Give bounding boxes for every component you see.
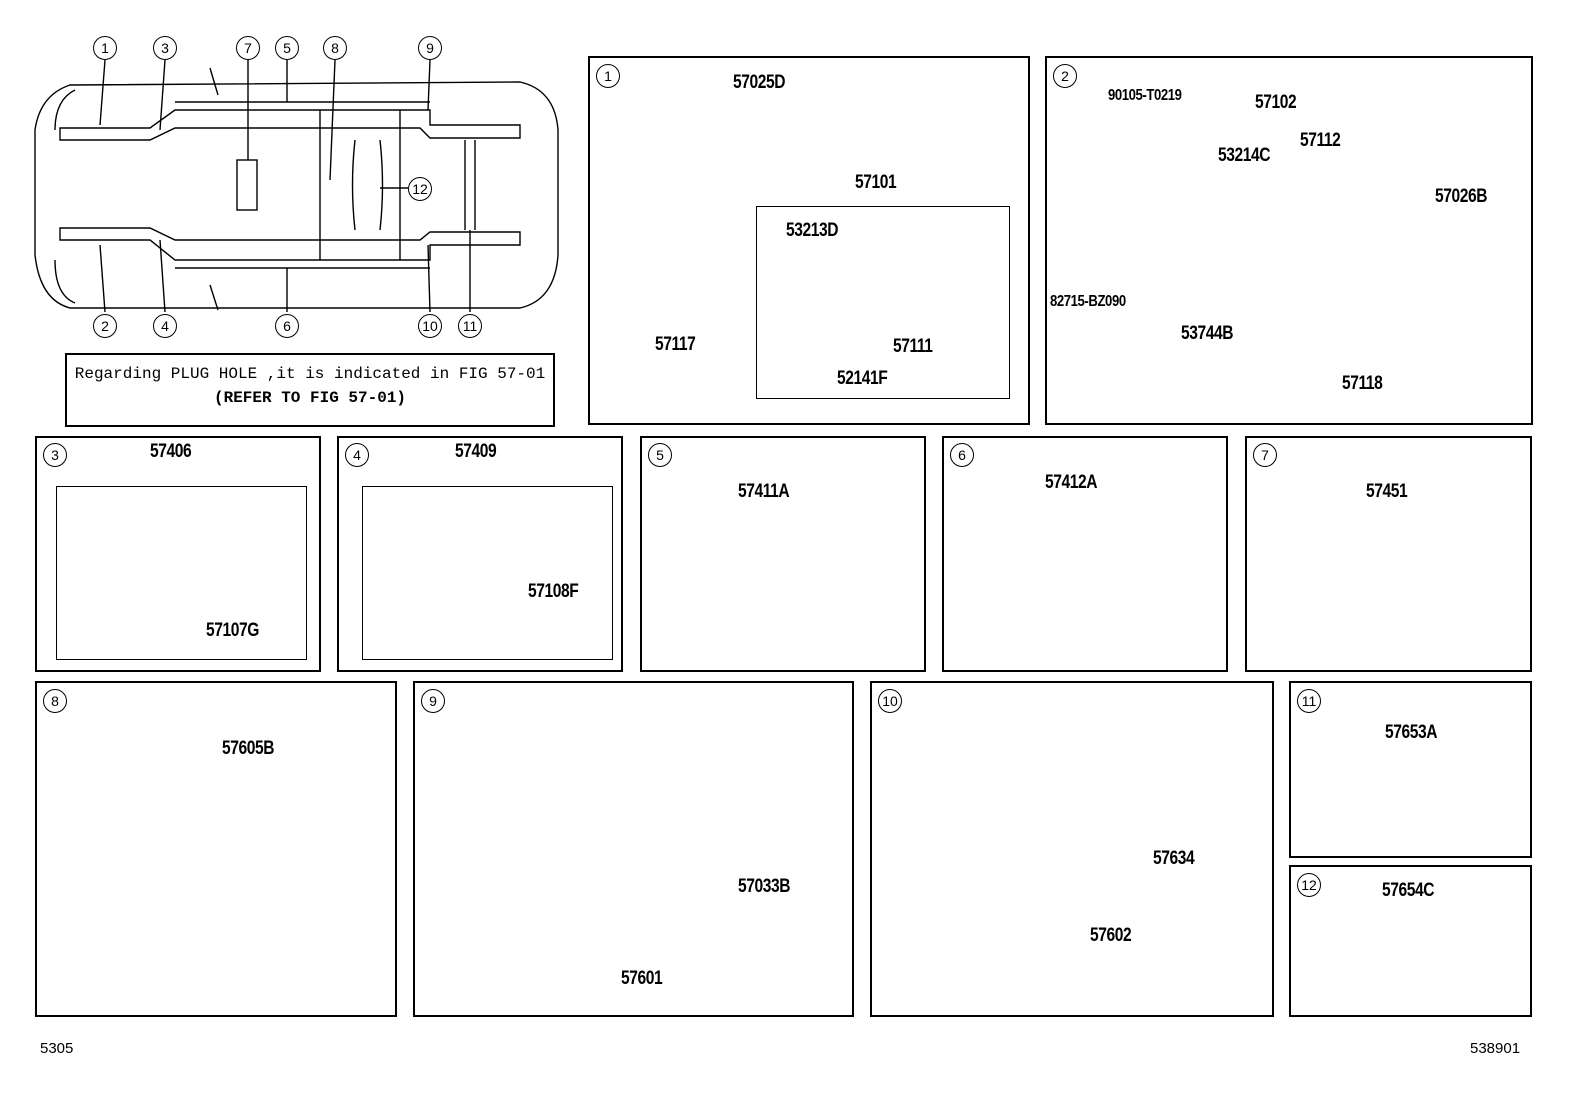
panel-3-number: 3 — [43, 443, 67, 467]
part-57601[interactable]: 57601 — [621, 968, 663, 989]
panel-2 — [1045, 56, 1533, 425]
part-57102[interactable]: 57102 — [1255, 92, 1297, 113]
part-57107g[interactable]: 57107G — [206, 620, 259, 641]
panel-11-number: 11 — [1297, 689, 1321, 713]
panel-7 — [1245, 436, 1532, 672]
callout-8[interactable]: 8 — [323, 36, 347, 60]
part-57112[interactable]: 57112 — [1300, 130, 1341, 151]
callout-4[interactable]: 4 — [153, 314, 177, 338]
footer-left-code: 5305 — [40, 1040, 74, 1057]
callout-2[interactable]: 2 — [93, 314, 117, 338]
part-53744b[interactable]: 53744B — [1181, 323, 1234, 344]
panel-8 — [35, 681, 397, 1017]
panel-11 — [1289, 681, 1532, 858]
part-53214c[interactable]: 53214C — [1218, 145, 1271, 166]
part-57634[interactable]: 57634 — [1153, 848, 1195, 869]
note-line-1: Regarding PLUG HOLE ,it is indicated in … — [74, 365, 546, 383]
footer-right-code: 538901 — [1470, 1040, 1521, 1057]
part-57654c[interactable]: 57654C — [1382, 880, 1435, 901]
part-57118[interactable]: 57118 — [1342, 373, 1383, 394]
panel-9-number: 9 — [421, 689, 445, 713]
panel-3-subbox — [56, 486, 307, 660]
panel-3 — [35, 436, 321, 672]
panel-5 — [640, 436, 926, 672]
panel-10-number: 10 — [878, 689, 902, 713]
panel-1 — [588, 56, 1030, 425]
part-53213d[interactable]: 53213D — [786, 220, 839, 241]
panel-2-number: 2 — [1053, 64, 1077, 88]
panel-4 — [337, 436, 623, 672]
panel-7-number: 7 — [1253, 443, 1277, 467]
part-57111[interactable]: 57111 — [893, 336, 933, 357]
part-57108f[interactable]: 57108F — [528, 581, 579, 602]
part-90105-t0219[interactable]: 90105-T0219 — [1108, 87, 1182, 104]
part-57653a[interactable]: 57653A — [1385, 722, 1438, 743]
part-57406[interactable]: 57406 — [150, 441, 192, 462]
callout-3[interactable]: 3 — [153, 36, 177, 60]
callout-9[interactable]: 9 — [418, 36, 442, 60]
callout-12[interactable]: 12 — [408, 177, 432, 201]
callout-7[interactable]: 7 — [236, 36, 260, 60]
callout-10[interactable]: 10 — [418, 314, 442, 338]
panel-10 — [870, 681, 1274, 1017]
callout-11[interactable]: 11 — [458, 314, 482, 338]
panel-4-number: 4 — [345, 443, 369, 467]
panel-6 — [942, 436, 1228, 672]
part-57412a[interactable]: 57412A — [1045, 472, 1098, 493]
panel-1-number: 1 — [596, 64, 620, 88]
part-52141f[interactable]: 52141F — [837, 368, 888, 389]
part-57409[interactable]: 57409 — [455, 441, 497, 462]
part-57605b[interactable]: 57605B — [222, 738, 275, 759]
callout-1[interactable]: 1 — [93, 36, 117, 60]
part-57025d[interactable]: 57025D — [733, 72, 786, 93]
callout-6[interactable]: 6 — [275, 314, 299, 338]
part-57411a[interactable]: 57411A — [738, 481, 790, 502]
panel-6-number: 6 — [950, 443, 974, 467]
panel-1-subbox — [756, 206, 1010, 399]
part-57451[interactable]: 57451 — [1366, 481, 1408, 502]
part-57101[interactable]: 57101 — [855, 172, 897, 193]
panel-12 — [1289, 865, 1532, 1017]
part-57602[interactable]: 57602 — [1090, 925, 1132, 946]
panel-8-number: 8 — [43, 689, 67, 713]
part-82715-bz090[interactable]: 82715-BZ090 — [1050, 293, 1126, 310]
plug-hole-note: Regarding PLUG HOLE ,it is indicated in … — [65, 353, 555, 427]
part-57117[interactable]: 57117 — [655, 334, 696, 355]
part-57033b[interactable]: 57033B — [738, 876, 791, 897]
part-57026b[interactable]: 57026B — [1435, 186, 1488, 207]
note-line-2: (REFER TO FIG 57-01) — [213, 389, 407, 407]
panel-4-subbox — [362, 486, 613, 660]
panel-5-number: 5 — [648, 443, 672, 467]
callout-5[interactable]: 5 — [275, 36, 299, 60]
panel-9 — [413, 681, 854, 1017]
panel-12-number: 12 — [1297, 873, 1321, 897]
